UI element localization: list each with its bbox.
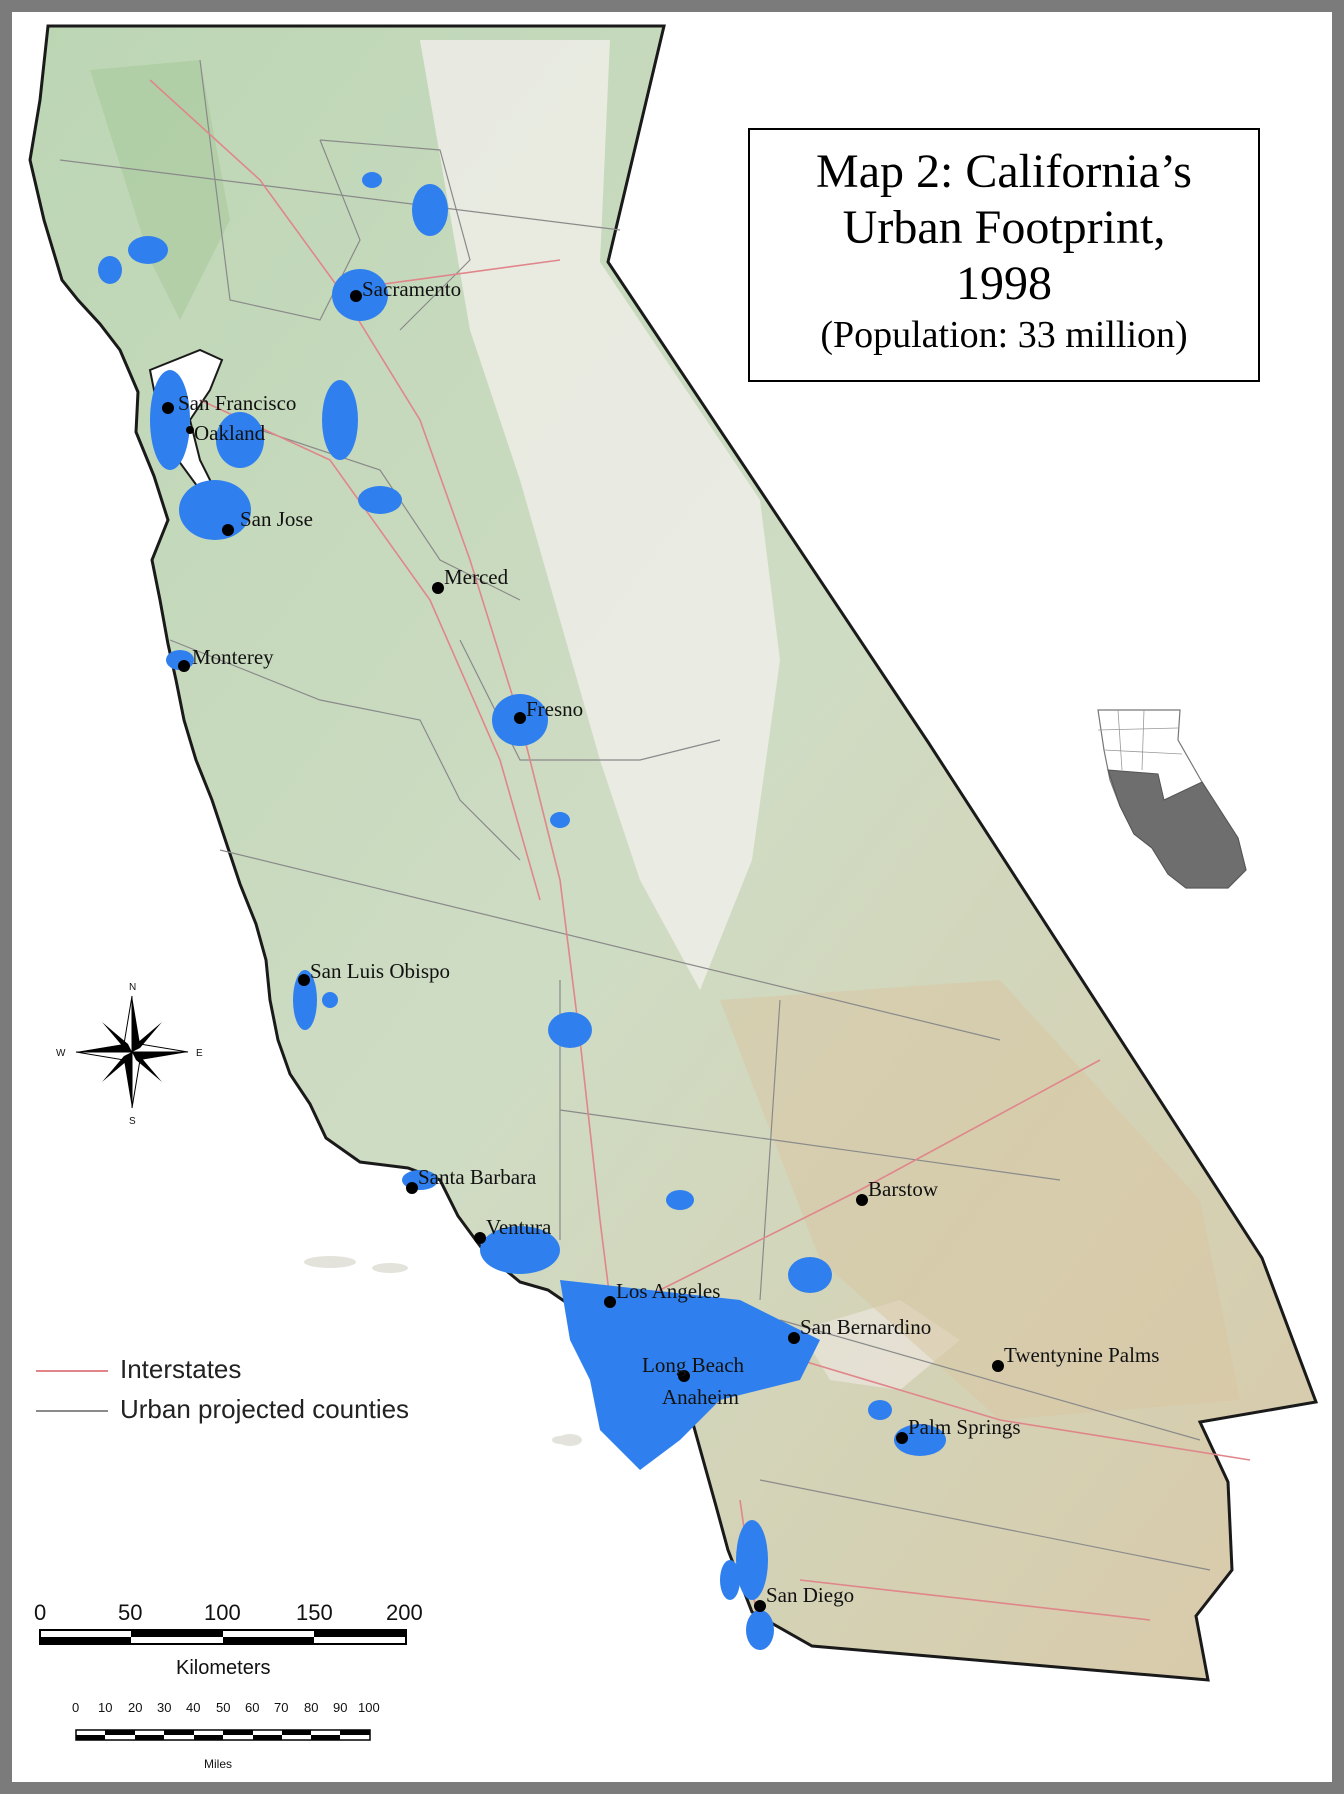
compass-e-label: E [196, 1048, 203, 1059]
legend-item-counties: Urban projected counties [36, 1392, 466, 1432]
city-dot-barstow [856, 1194, 868, 1206]
channel-islands [304, 1256, 582, 1446]
city-label-san-bernardino: San Bernardino [800, 1315, 931, 1339]
mi-tick-10: 10 [98, 1700, 112, 1715]
city-dot-san-francisco [162, 402, 174, 414]
city-dot-sacramento [350, 290, 362, 302]
city-dot-san-luis-obispo [298, 974, 310, 986]
legend-item-interstates: Interstates [36, 1352, 466, 1392]
mi-tick-70: 70 [274, 1700, 288, 1715]
city-label-twentynine-palms: Twentynine Palms [1004, 1343, 1159, 1367]
city-label-monterey: Monterey [192, 645, 274, 669]
city-label-long-beach: Long Beach [642, 1353, 745, 1377]
mi-tick-20: 20 [128, 1700, 142, 1715]
desert-region [720, 980, 1240, 1420]
mi-tick-50: 50 [216, 1700, 230, 1715]
km-tick-0: 0 [34, 1600, 46, 1625]
county-boundaries [59, 59, 1211, 1571]
city-label-san-jose: San Jose [240, 507, 313, 531]
city-label-fresno: Fresno [526, 697, 583, 721]
mi-tick-0: 0 [72, 1700, 79, 1715]
compass-s-label: S [129, 1116, 136, 1127]
map-legend: Interstates Urban projected counties [36, 1352, 466, 1432]
legend-swatch-interstates [36, 1370, 108, 1372]
city-dot-oakland [186, 426, 194, 434]
sierra-nevada-range [420, 40, 780, 990]
km-tick-150: 150 [296, 1600, 333, 1625]
city-dot-palm-springs [896, 1432, 908, 1444]
city-label-palm-springs: Palm Springs [908, 1415, 1021, 1439]
city-dot-santa-barbara [406, 1182, 418, 1194]
city-label-ventura: Ventura [486, 1215, 552, 1239]
inset-locator-map [1097, 709, 1247, 889]
city-label-anaheim: Anaheim [662, 1385, 739, 1409]
city-label-barstow: Barstow [868, 1177, 939, 1201]
city-label-san-francisco: San Francisco [178, 391, 296, 415]
km-tick-200: 200 [386, 1600, 423, 1625]
legend-label-counties: Urban projected counties [120, 1394, 410, 1424]
city-dot-monterey [178, 660, 190, 672]
city-dot-los-angeles [604, 1296, 616, 1308]
city-dot-ventura [474, 1232, 486, 1244]
miles-scale-bar: 0 10 20 30 40 50 60 70 80 90 100 Miles [72, 1700, 380, 1771]
city-dot-twentynine-palms [992, 1360, 1004, 1372]
km-tick-100: 100 [204, 1600, 241, 1625]
map-title-box: Map 2: California’s Urban Footprint, 199… [748, 128, 1260, 382]
km-label: Kilometers [176, 1657, 270, 1679]
city-label-san-luis-obispo: San Luis Obispo [310, 959, 450, 983]
city-dot-san-bernardino [788, 1332, 800, 1344]
city-dot-san-jose [222, 524, 234, 536]
kilometers-scale-bar: 0 50 100 150 200 Kilometers [34, 1600, 423, 1679]
legend-label-interstates: Interstates [120, 1354, 242, 1384]
city-label-santa-barbara: Santa Barbara [418, 1165, 537, 1189]
city-label-merced: Merced [444, 565, 509, 589]
compass-rose: N S W E [56, 982, 203, 1127]
mi-tick-80: 80 [304, 1700, 318, 1715]
map-title-line-3: 1998 [956, 257, 1052, 310]
city-dot-merced [432, 582, 444, 594]
mi-tick-100: 100 [358, 1700, 380, 1715]
mi-tick-40: 40 [186, 1700, 200, 1715]
mi-tick-30: 30 [157, 1700, 171, 1715]
city-markers: Sacramento San Francisco Oakland San Jos… [162, 277, 1159, 1612]
compass-n-label: N [129, 982, 136, 993]
city-label-sacramento: Sacramento [362, 277, 461, 301]
map-title-line-2: Urban Footprint, [842, 201, 1166, 254]
mi-tick-90: 90 [333, 1700, 347, 1715]
legend-swatch-counties [36, 1410, 108, 1412]
city-dot-fresno [514, 712, 526, 724]
city-label-los-angeles: Los Angeles [616, 1279, 720, 1303]
compass-w-label: W [56, 1048, 66, 1059]
coast-range [90, 60, 230, 320]
city-label-oakland: Oakland [194, 421, 266, 445]
city-dot-long-beach [678, 1370, 690, 1382]
map-subtitle: (Population: 33 million) [820, 314, 1188, 356]
map-title-line-1: Map 2: California’s [816, 145, 1192, 198]
mi-tick-60: 60 [245, 1700, 259, 1715]
city-dot-san-diego [754, 1600, 766, 1612]
km-tick-50: 50 [118, 1600, 142, 1625]
mi-label: Miles [204, 1757, 232, 1771]
city-label-san-diego: San Diego [766, 1583, 854, 1607]
